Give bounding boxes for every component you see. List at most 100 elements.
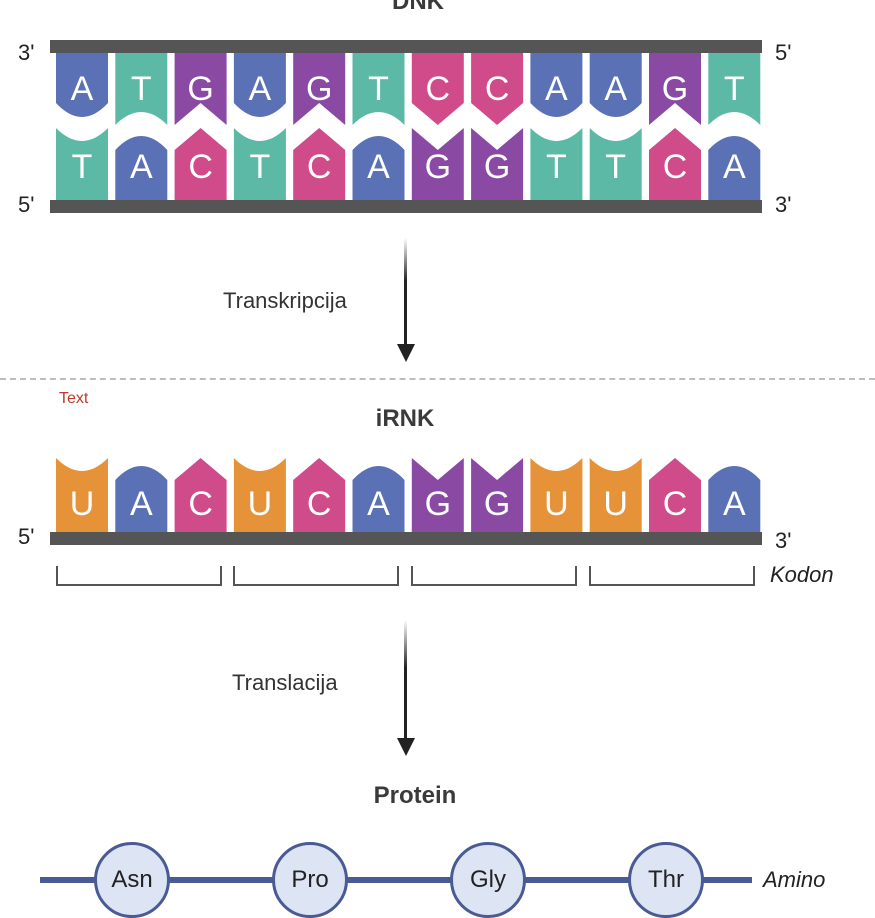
dna-top-nucleotide-6 [352, 53, 405, 125]
dna-bottom-nucleotide-4 [233, 128, 286, 200]
amino-acid-gly: Gly [450, 842, 526, 918]
dna-bottom-nucleotide-label-12: A [723, 148, 746, 186]
translation-label: Translacija [232, 670, 338, 695]
dna-top-nucleotide-label-2: T [131, 70, 152, 108]
translation-arrow-shaft [404, 620, 407, 740]
irnk-nucleotide-label-1: U [70, 485, 95, 523]
irnk-title: iRNK [375, 405, 435, 432]
dna-bottom-nucleotide-1 [56, 128, 108, 200]
irnk-nucleotide-12 [708, 466, 761, 532]
dna-top-nucleotide-label-1: A [71, 70, 94, 108]
irnk-left-label: 5' [18, 524, 35, 549]
dna-top-nucleotide-5 [293, 53, 346, 125]
dna-top-nucleotide-3 [174, 53, 227, 125]
amino-chain-line [40, 877, 752, 883]
dna-top-nucleotide-label-10: A [604, 70, 627, 108]
irnk-nucleotide-label-7: G [425, 485, 451, 523]
transcription-label: Transkripcija [223, 288, 347, 313]
transcription-arrow-head [397, 344, 415, 362]
irnk-backbone [50, 532, 762, 545]
irnk-nucleotide-label-6: A [367, 485, 390, 523]
irnk-nucleotide-4 [233, 458, 286, 532]
codon-bracket-1 [56, 566, 222, 586]
irnk-nucleotide-label-9: U [544, 485, 569, 523]
dna-top-left-label: 3' [18, 40, 35, 65]
irnk-nucleotide-2 [115, 466, 168, 532]
irnk-nucleotide-10 [589, 458, 642, 532]
translation-arrow-head [397, 738, 415, 756]
dna-bottom-nucleotide-label-4: T [250, 148, 271, 186]
dna-bottom-nucleotide-label-8: G [484, 148, 510, 186]
dna-top-nucleotide-12 [708, 53, 761, 125]
dna-bottom-right-label: 3' [775, 192, 792, 217]
placeholder-text: Text [59, 390, 89, 407]
dna-bottom-nucleotide-12 [708, 136, 761, 200]
dna-top-nucleotide-11 [649, 53, 701, 125]
section-divider [0, 378, 875, 380]
dna-top-nucleotide-label-9: A [545, 70, 568, 108]
codon-bracket-4 [589, 566, 755, 586]
dna-top-nucleotide-2 [115, 53, 168, 125]
irnk-nucleotide-8 [471, 458, 524, 532]
irnk-right-label: 3' [775, 528, 792, 553]
dna-top-nucleotide-label-4: A [249, 70, 272, 108]
dna-title: DNK [392, 0, 444, 15]
dna-bottom-nucleotide-10 [589, 128, 642, 200]
dna-bottom-nucleotide-2 [115, 136, 168, 200]
irnk-nucleotide-label-3: C [188, 485, 213, 523]
dna-bottom-nucleotide-label-9: T [546, 148, 567, 186]
dna-bottom-nucleotide-8 [471, 128, 524, 200]
amino-acid-thr: Thr [628, 842, 704, 918]
dna-bottom-nucleotide-11 [649, 128, 701, 200]
dna-top-nucleotide-label-5: G [306, 70, 332, 108]
irnk-nucleotide-label-4: U [248, 485, 273, 523]
irnk-nucleotide-3 [174, 458, 227, 532]
dna-top-nucleotide-label-11: G [662, 70, 688, 108]
dna-top-nucleotide-7 [411, 53, 464, 125]
irnk-nucleotide-label-12: A [723, 485, 746, 523]
codon-label: Kodon [770, 562, 834, 587]
amino-acid-asn: Asn [94, 842, 170, 918]
dna-top-nucleotide-label-12: T [724, 70, 745, 108]
dna-top-nucleotide-10 [589, 53, 642, 117]
dna-bottom-nucleotide-label-10: T [605, 148, 626, 186]
irnk-nucleotide-label-10: U [603, 485, 628, 523]
irnk-nucleotide-11 [649, 458, 701, 532]
dna-top-right-label: 5' [775, 40, 792, 65]
dna-top-nucleotide-label-8: C [485, 70, 510, 108]
dna-top-nucleotide-label-6: T [368, 70, 389, 108]
transcription-arrow-shaft [404, 238, 407, 346]
dna-bottom-nucleotide-label-3: C [188, 148, 213, 186]
dna-bottom-nucleotide-label-7: G [425, 148, 451, 186]
dna-top-nucleotide-1 [56, 53, 108, 117]
dna-bottom-backbone [50, 200, 762, 213]
irnk-nucleotide-1 [56, 458, 108, 532]
dna-bottom-left-label: 5' [18, 192, 35, 217]
dna-bottom-nucleotide-9 [530, 128, 583, 200]
dna-bottom-nucleotide-label-11: C [663, 148, 688, 186]
dna-top-nucleotide-label-3: G [187, 70, 213, 108]
irnk-nucleotide-7 [411, 458, 464, 532]
dna-bottom-nucleotide-7 [411, 128, 464, 200]
codon-bracket-2 [233, 566, 399, 586]
dna-top-backbone [50, 40, 762, 53]
irnk-nucleotide-label-8: G [484, 485, 510, 523]
dna-bottom-nucleotide-5 [293, 128, 346, 200]
irnk-nucleotide-label-5: C [307, 485, 332, 523]
dna-bottom-nucleotide-label-5: C [307, 148, 332, 186]
codon-bracket-3 [411, 566, 577, 586]
dna-top-nucleotide-label-7: C [426, 70, 451, 108]
amino-acid-pro: Pro [272, 842, 348, 918]
irnk-nucleotide-6 [352, 466, 405, 532]
dna-bottom-nucleotide-3 [174, 128, 227, 200]
amino-label: Amino [763, 867, 826, 892]
irnk-nucleotide-label-11: C [663, 485, 688, 523]
dna-bottom-nucleotide-label-1: T [72, 148, 93, 186]
dna-top-nucleotide-9 [530, 53, 583, 117]
protein-title: Protein [373, 782, 457, 809]
irnk-nucleotide-5 [293, 458, 346, 532]
dna-bottom-nucleotide-6 [352, 136, 405, 200]
dna-top-nucleotide-4 [233, 53, 286, 117]
